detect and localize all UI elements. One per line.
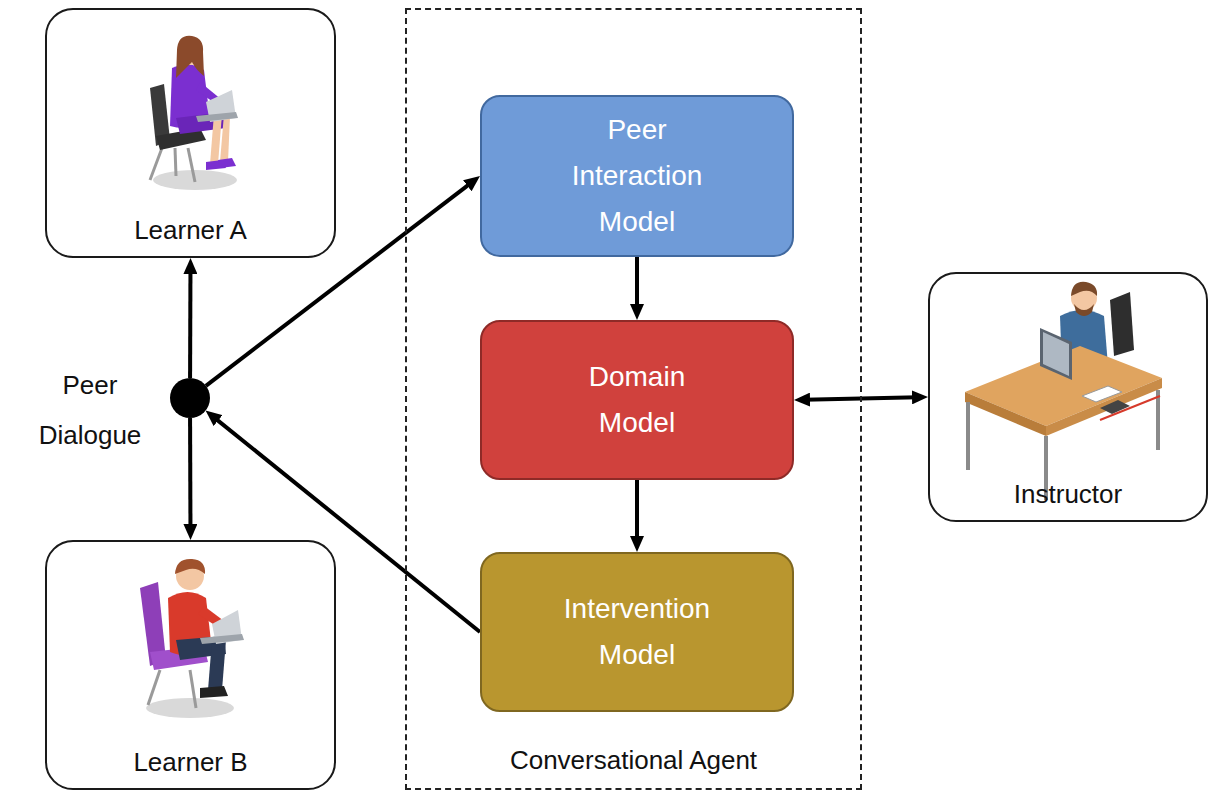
instructor-figure <box>965 282 1162 500</box>
learner-a-figure <box>196 112 238 122</box>
instructor-figure <box>1074 304 1094 316</box>
instructor-figure <box>1043 332 1069 376</box>
arrow-connector <box>635 480 639 542</box>
learner-b-figure <box>148 670 160 705</box>
learner-a-figure <box>176 36 204 78</box>
learner-a-figure <box>175 148 176 176</box>
instructor-figure <box>1046 378 1162 436</box>
instructor-figure <box>1082 386 1122 402</box>
junction-dot <box>170 378 210 418</box>
learner-b-figure <box>200 686 228 698</box>
learner-b-figure <box>175 559 205 574</box>
learner-b-figure <box>146 698 234 718</box>
instructor-figure <box>1071 282 1097 296</box>
junction-dot <box>170 378 210 418</box>
learner-b-figure <box>140 559 244 718</box>
learner-a-figure <box>220 114 230 162</box>
instructor-figure <box>1110 292 1134 356</box>
node-label: Intervention Model <box>547 586 727 678</box>
learner-b-figure <box>208 640 226 690</box>
learner-b-figure <box>190 670 196 708</box>
node-label: Conversational Agent <box>510 744 757 776</box>
arrow-connector <box>635 257 639 310</box>
learner-a-figure <box>150 148 162 180</box>
arrow-connector <box>213 417 480 632</box>
instructor-figure <box>965 392 1046 436</box>
person-box: Learner B <box>45 540 336 790</box>
node-label: Learner A <box>134 214 247 246</box>
node-label: Peer Dialogue <box>20 360 160 460</box>
learner-a-figure <box>150 36 238 190</box>
person-box: Instructor <box>928 272 1208 522</box>
model-box: Intervention Model <box>480 552 794 712</box>
learner-a-figure <box>188 148 195 182</box>
instructor-figure <box>1100 400 1130 414</box>
model-box: Domain Model <box>480 320 794 480</box>
model-box: Peer Interaction Model <box>480 95 794 257</box>
learner-a-figure <box>218 158 236 168</box>
node-label: Peer Interaction Model <box>547 107 727 245</box>
arrow-connector <box>188 418 192 530</box>
node-label: Learner B <box>133 746 247 778</box>
person-box: Learner A <box>45 8 336 258</box>
learner-b-figure <box>200 634 244 644</box>
instructor-figure <box>1040 328 1072 380</box>
agent-boundary: Conversational Agent Peer Interaction Mod… <box>405 8 862 790</box>
instructor-figure <box>966 402 970 470</box>
instructor-figure <box>1100 396 1160 420</box>
instructor-figure <box>1156 390 1160 450</box>
node-label: Instructor <box>1014 478 1122 510</box>
arrow-connector <box>188 268 192 378</box>
dialogue-junction: Peer Dialogue <box>170 378 210 418</box>
node-label: Domain Model <box>547 354 727 446</box>
arrow-connector <box>206 182 472 386</box>
